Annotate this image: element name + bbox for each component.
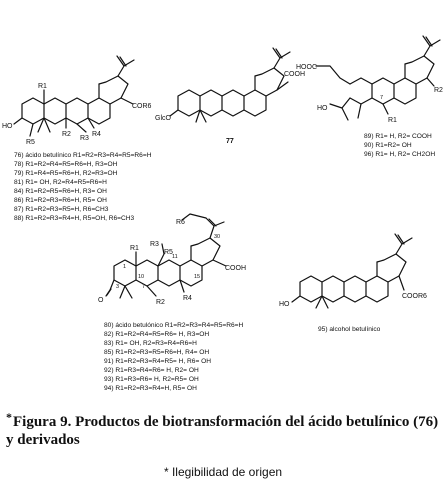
atom-r1: R1 — [38, 83, 47, 90]
legend-line: 88) R1=R2=R3=R4=H, R5=OH, R6=CH3 — [14, 215, 135, 222]
legend-76: 76) ácido betulínico R1=R2=R3=R4=R5=R6=H… — [14, 152, 152, 222]
caption-text: Figura 9. Productos de biotransformación… — [6, 414, 439, 448]
legend-line: 80) ácido betulónico R1=R2=R3=R4=R5=R6=H — [104, 322, 244, 329]
legend-line: 79) R1=R4=R5=R6=H, R2=R3=OH — [14, 170, 118, 177]
legend-line: 81) R1= OH, R2=R4=R5=R6=H — [14, 179, 107, 186]
position-15: 15 — [194, 274, 200, 280]
atom-ho: HO — [2, 123, 13, 130]
legend-line: 86) R1=R2=R3=R6=H, R5= OH — [14, 197, 107, 204]
structure-77: COOH GlcO 77 — [155, 47, 305, 145]
legend-line: 82) R1=R2=R4=R5=R6= H, R3=OH — [104, 331, 209, 338]
atom-cooh: COOH — [225, 265, 246, 272]
legend-line: 84) R1=R2=R5=R6=H, R3= OH — [14, 188, 107, 195]
atom-r2: R2 — [62, 131, 71, 138]
legend-line: 87) R1=R2=R3=R5=H, R6=CH3 — [14, 206, 109, 213]
atom-r3: R3 — [150, 241, 159, 248]
atom-cor6: COR6 — [132, 103, 152, 110]
legend-line: 92) R1=R3=R4=R6= H, R2= OH — [104, 367, 199, 374]
atom-r1: R1 — [388, 117, 397, 124]
atom-cooh: COOH — [284, 71, 305, 78]
structure-80: R6 30 R3 R5 11 R1 COOH 1 10 15 3 O 7 R2 … — [98, 213, 246, 306]
atom-r1: R1 — [130, 245, 139, 252]
position-7: 7 — [380, 95, 383, 101]
position-10: 10 — [138, 274, 144, 280]
atom-ho: HO — [317, 105, 328, 112]
legend-line: 91) R1=R2=R3=R4=R5= H, R6= OH — [104, 358, 211, 365]
position-7: 7 — [142, 284, 145, 290]
compound-label-77: 77 — [226, 138, 234, 145]
legend-line: 78) R1=R2=R4=R5=R6=H, R3=OH — [14, 161, 118, 168]
position-1: 1 — [123, 264, 126, 270]
legend-line: 93) R1=R3=R6= H, R2=R5= OH — [104, 376, 199, 383]
atom-r5: R5 — [164, 249, 173, 256]
legend-line: 83) R1= OH, R2=R3=R4=R6=H — [104, 340, 197, 347]
atom-o: O — [98, 297, 104, 304]
legend-line: 89) R1= H, R2= COOH — [364, 133, 432, 140]
atom-r3: R3 — [80, 135, 89, 142]
legend-line: 76) ácido betulínico R1=R2=R3=R4=R5=R6=H — [14, 152, 152, 159]
atom-r4: R4 — [183, 295, 192, 302]
legend-line: 96) R1= H, R2= CH2OH — [364, 151, 435, 158]
legend-80: 80) ácido betulónico R1=R2=R3=R4=R5=R6=H… — [104, 322, 244, 392]
caption-marker: * — [6, 410, 12, 424]
legend-line: 94) R1=R2=R3=R4=H, R5= OH — [104, 385, 197, 392]
footnote: * Ilegibilidad de origen — [163, 465, 283, 479]
structure-76: R1 COR6 HO R2 R3 R4 R5 — [2, 55, 152, 146]
atom-hooc: HOOC — [296, 64, 317, 71]
atom-ho: HO — [279, 301, 290, 308]
legend-line: 90) R1=R2= OH — [364, 142, 412, 149]
position-30: 30 — [214, 234, 220, 240]
figure-caption: *Figura 9. Productos de biotransformació… — [6, 408, 442, 449]
legend-89: 89) R1= H, R2= COOH 90) R1=R2= OH 96) R1… — [364, 133, 435, 158]
atom-r2: R2 — [156, 299, 165, 306]
structure-89: HOOC HO R2 R1 7 — [296, 35, 443, 124]
atom-r5: R5 — [26, 139, 35, 146]
position-3: 3 — [116, 284, 119, 290]
structure-95: HO COOR6 95) alcohol betulínico — [279, 233, 427, 333]
atom-cor6: COOR6 — [402, 293, 427, 300]
compound-label-95: 95) alcohol betulínico — [318, 326, 381, 333]
atom-r6: R6 — [176, 219, 185, 226]
position-11: 11 — [172, 254, 178, 260]
atom-r2: R2 — [434, 87, 443, 94]
legend-line: 85) R1=R2=R3=R5=R6=H, R4= OH — [104, 349, 209, 356]
atom-r4: R4 — [92, 131, 101, 138]
atom-oglc: GlcO — [155, 115, 172, 122]
